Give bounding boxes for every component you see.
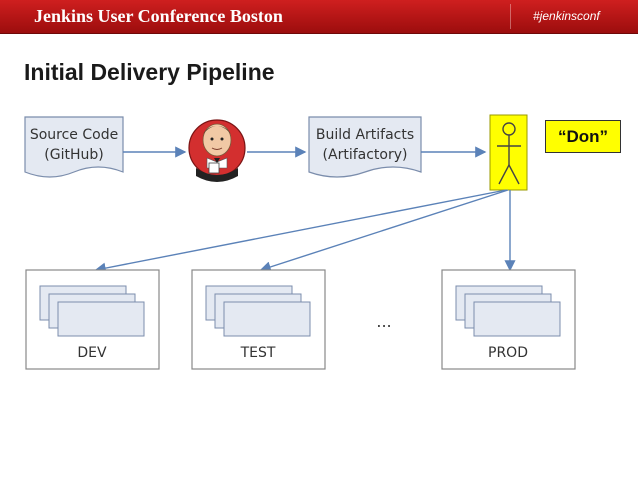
header-bar: Jenkins User Conference Boston #jenkinsc… (0, 0, 638, 34)
arrow-actor-to-dev (94, 189, 507, 274)
prod-environment: PROD (441, 269, 576, 370)
test-environment: TEST (191, 269, 326, 370)
build-artifacts-label: Build Artifacts (316, 127, 414, 143)
hashtag-label: #jenkinsconf (533, 9, 600, 23)
ellipsis-label: ... (376, 312, 391, 331)
source-code-label: Source Code (30, 127, 118, 143)
build-artifacts-sublabel: (Artifactory) (323, 147, 408, 163)
header-divider (510, 4, 511, 29)
source-code-sublabel: (GitHub) (44, 147, 103, 163)
prod-label: PROD (488, 345, 528, 361)
arrow-actor-to-test (259, 189, 509, 273)
slide-title: Initial Delivery Pipeline (24, 59, 275, 85)
build-artifacts-node: Build Artifacts (Artifactory) (308, 116, 422, 178)
dev-label: DEV (77, 345, 107, 361)
jenkins-butler-icon (188, 119, 246, 182)
source-code-node: Source Code (GitHub) (24, 116, 124, 178)
dev-environment: DEV (25, 269, 160, 370)
stick-figure-actor-icon (489, 114, 528, 191)
test-label: TEST (240, 345, 276, 361)
actor-callout-label: “Don” (545, 120, 621, 153)
conference-title: Jenkins User Conference Boston (34, 6, 283, 26)
